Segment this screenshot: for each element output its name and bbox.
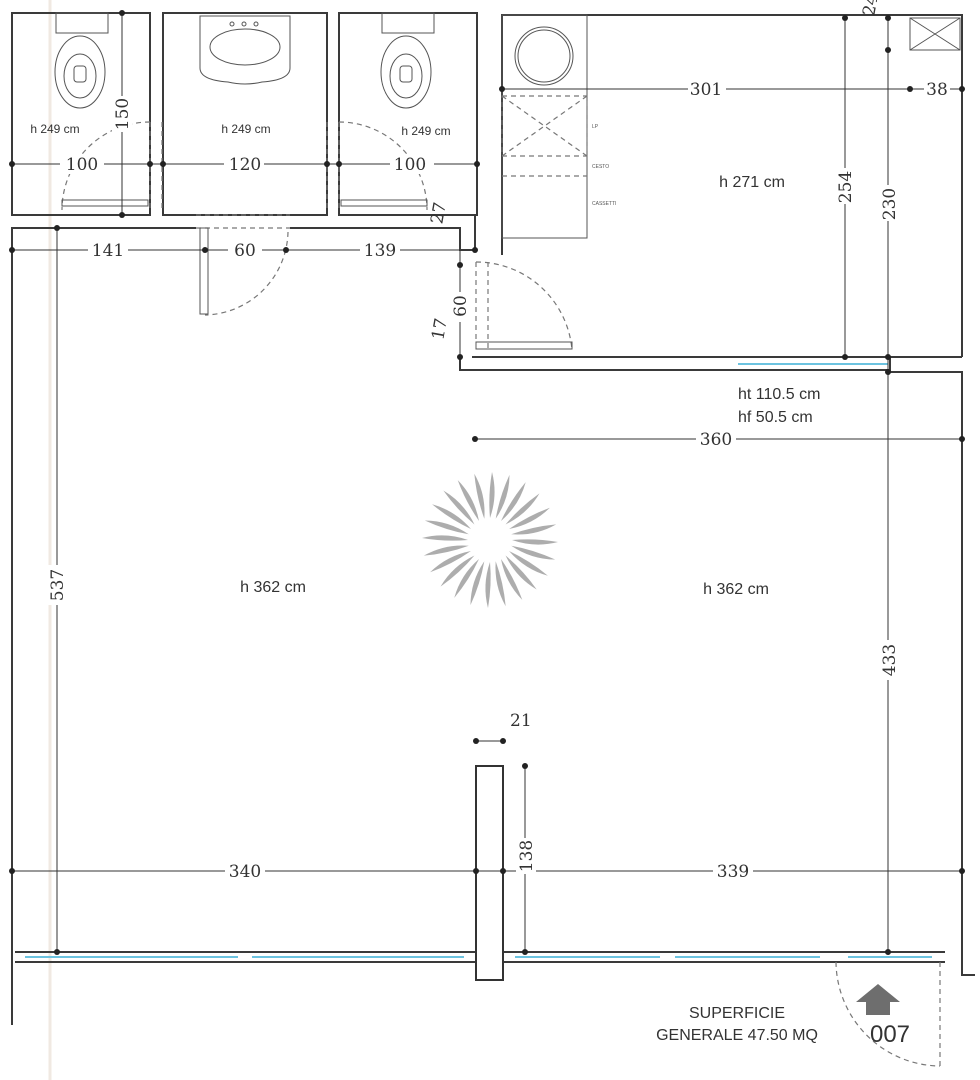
dim-21: 21 xyxy=(510,711,532,731)
watermark-petal xyxy=(509,507,550,529)
door-swing-left xyxy=(61,121,151,211)
dim-38: 38 xyxy=(926,80,948,100)
dim-wc-depth: 150 xyxy=(113,98,133,130)
window-ht: ht 110.5 cm xyxy=(738,386,820,403)
watermark-petal xyxy=(422,535,468,541)
watermark-petal xyxy=(443,490,475,525)
kitchen-label-lp: LP xyxy=(592,124,599,130)
wc-right-room xyxy=(338,12,478,216)
main-left-height: h 362 cm xyxy=(240,579,306,596)
watermark-petal xyxy=(440,555,475,587)
unit-number: 007 xyxy=(870,1021,910,1048)
watermark-petal xyxy=(489,472,495,518)
boiler-icon xyxy=(909,17,961,51)
entrance-arrow-icon xyxy=(856,984,900,1015)
watermark-petal xyxy=(470,561,485,606)
watermark-petal xyxy=(430,551,471,573)
watermark-petal xyxy=(511,524,557,535)
dim-230: 230 xyxy=(880,188,900,220)
watermark-petal xyxy=(509,551,548,576)
watermark-petal xyxy=(423,545,469,556)
dim-433: 433 xyxy=(880,644,900,676)
window-hf: hf 50.5 cm xyxy=(738,409,813,426)
kitchen-label-cassetti: CASSETTI xyxy=(592,201,616,207)
kitchen-door-swing xyxy=(475,261,573,351)
main-right-height: h 362 cm xyxy=(703,581,769,598)
dim-wc-left-width: 100 xyxy=(66,155,98,175)
dim-340: 340 xyxy=(229,862,261,882)
watermark-petal xyxy=(454,559,479,598)
wc-left-height: h 249 cm xyxy=(30,122,79,136)
dim-27: 27 xyxy=(427,201,450,226)
watermark-petal xyxy=(512,539,558,545)
dim-254: 254 xyxy=(836,171,856,203)
pillar xyxy=(475,765,504,981)
kitchen-label-cesto: CESTO xyxy=(592,164,609,170)
entrance-door-swing xyxy=(835,961,941,1067)
bath-door-swing xyxy=(204,231,289,316)
wc-right-height: h 249 cm xyxy=(401,124,450,138)
facade xyxy=(15,765,945,1067)
dimension-labels: 100 120 100 150 27 141 60 139 60 17 301 … xyxy=(48,0,950,882)
surface-label-line1: SUPERFICIE xyxy=(689,1005,785,1022)
kitchen: LP CESTO CASSETTI xyxy=(501,14,963,365)
dim-wc-right-width: 100 xyxy=(394,155,426,175)
sink-room-height: h 249 cm xyxy=(221,122,270,136)
watermark-logo-icon xyxy=(422,472,558,608)
bath-door xyxy=(199,227,209,315)
dim-537: 537 xyxy=(48,569,68,601)
sink-room xyxy=(162,12,328,216)
dim-301: 301 xyxy=(690,80,722,100)
dim-sink-room-width: 120 xyxy=(229,155,261,175)
dim-kitchen-door-60: 60 xyxy=(451,295,471,317)
watermark-petal xyxy=(505,493,540,525)
door-left xyxy=(61,199,149,207)
watermark-petal xyxy=(495,561,506,607)
watermark-petal xyxy=(474,473,485,519)
dim-24: 24 xyxy=(859,0,882,18)
bathroom-block xyxy=(11,12,478,216)
toilet-right-icon xyxy=(380,12,435,109)
watermark-petal xyxy=(424,520,469,535)
watermark-petal xyxy=(432,504,471,529)
dim-17: 17 xyxy=(428,317,451,342)
surface-label-line2: GENERALE 47.50 MQ xyxy=(656,1027,818,1044)
sink-icon xyxy=(199,15,291,85)
door-right xyxy=(340,199,428,207)
dim-139: 139 xyxy=(364,241,396,261)
dim-360: 360 xyxy=(700,430,732,450)
toilet-left-icon xyxy=(54,12,109,109)
watermark-petal xyxy=(505,555,537,590)
watermark-petal xyxy=(511,545,556,560)
main-walls xyxy=(11,214,975,1025)
watermark-petal xyxy=(485,562,491,608)
kitchen-door xyxy=(475,341,573,350)
watermark-petal xyxy=(501,482,526,521)
watermark-petal xyxy=(495,474,510,519)
dim-339: 339 xyxy=(717,862,749,882)
dim-138: 138 xyxy=(517,840,537,872)
watermark-petal xyxy=(457,480,479,521)
dim-door-60: 60 xyxy=(234,241,256,261)
watermark-petal xyxy=(501,559,523,600)
door-swing-right xyxy=(338,121,428,211)
kitchen-sink-icon xyxy=(514,26,574,86)
kitchen-height: h 271 cm xyxy=(719,174,785,191)
dim-141: 141 xyxy=(92,241,124,261)
